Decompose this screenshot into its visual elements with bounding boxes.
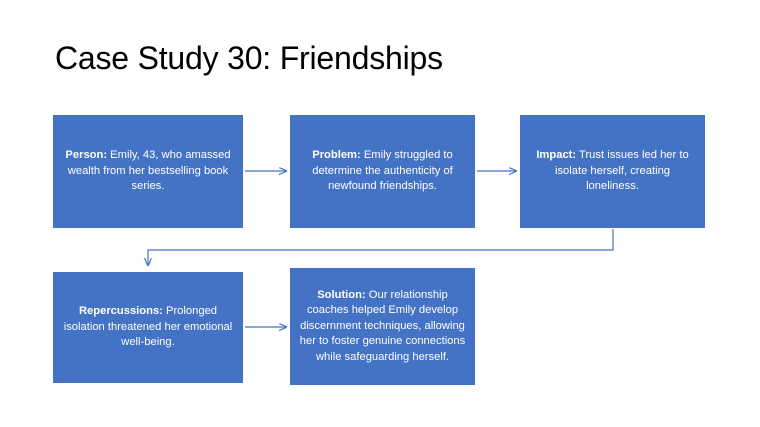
flow-box-impact-text: Impact: Trust issues led her to isolate … — [529, 148, 696, 195]
flow-box-impact[interactable]: Impact: Trust issues led her to isolate … — [520, 115, 705, 228]
page-title: Case Study 30: Friendships — [55, 40, 443, 76]
flow-box-problem-text: Problem: Emily struggled to determine th… — [299, 148, 466, 195]
flow-box-repercussions-label: Repercussions: — [78, 305, 163, 318]
flow-box-repercussions[interactable]: Repercussions: Prolonged isolation threa… — [53, 272, 243, 383]
flow-box-person[interactable]: Person: Emily, 43, who amassed wealth fr… — [53, 115, 243, 228]
flow-box-person-text: Person: Emily, 43, who amassed wealth fr… — [62, 148, 234, 195]
flow-box-impact-body: Trust issues led her to isolate herself,… — [554, 149, 689, 193]
flow-box-repercussions-body: Prolonged isolation threatened her emoti… — [63, 305, 233, 349]
flow-box-repercussions-text: Repercussions: Prolonged isolation threa… — [62, 304, 234, 351]
flow-box-solution-text: Solution: Our relationship coaches helpe… — [299, 288, 466, 366]
flow-box-solution[interactable]: Solution: Our relationship coaches helpe… — [290, 268, 475, 385]
flow-box-solution-body: Our relationship coaches helped Emily de… — [299, 288, 466, 363]
flow-box-problem-label: Problem: — [312, 149, 361, 162]
flow-box-problem-body: Emily struggled to determine the authent… — [312, 149, 453, 193]
flow-box-person-body: Emily, 43, who amassed wealth from her b… — [67, 149, 231, 193]
flow-box-impact-label: Impact: — [536, 149, 577, 162]
flow-box-problem[interactable]: Problem: Emily struggled to determine th… — [290, 115, 475, 228]
flow-box-person-label: Person: — [65, 149, 108, 162]
connector-impact-to-repercussions — [148, 229, 614, 265]
flow-box-solution-label: Solution: — [317, 288, 366, 301]
